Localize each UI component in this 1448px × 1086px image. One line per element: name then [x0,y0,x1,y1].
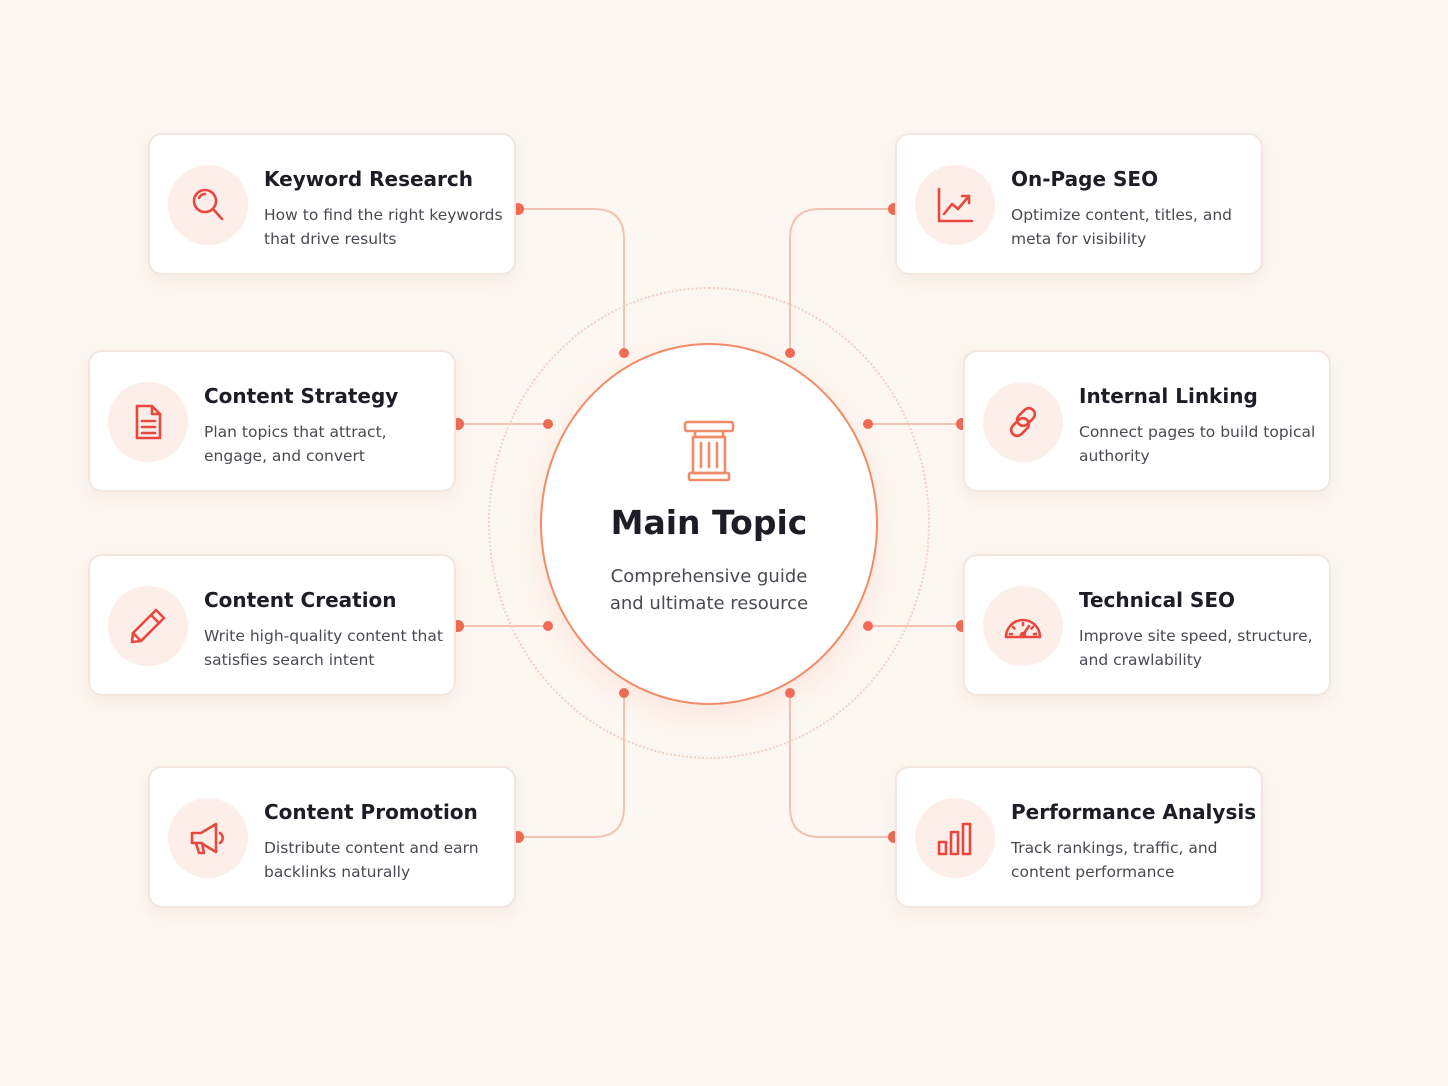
main-topic-hub[interactable]: Main Topic Comprehensive guide and ultim… [540,343,878,705]
hub-subtitle-line2: and ultimate resource [609,593,809,614]
card-title: Content Promotion [264,800,478,824]
icon-badge [108,382,188,462]
card-title: Content Strategy [204,384,399,408]
connector-keyword-research [518,208,625,353]
pillar-icon [683,420,735,482]
connector-content-promotion [518,693,625,838]
card-description: Plan topics that attract, engage, and co… [204,423,387,465]
card-title: Technical SEO [1079,588,1235,612]
icon-badge [168,798,248,878]
card-internal-linking[interactable]: Internal Linking Connect pages to build … [963,350,1331,492]
connector-on-page-seo [789,208,894,353]
icon-badge [983,382,1063,462]
icon-badge [108,586,188,666]
card-title: Keyword Research [264,167,473,191]
card-content-strategy[interactable]: Content Strategy Plan topics that attrac… [88,350,456,492]
link-icon [1009,406,1037,438]
search-icon [192,188,224,221]
card-on-page-seo[interactable]: On-Page SEO Optimize content, titles, an… [895,133,1263,275]
gauge-icon [1004,618,1042,639]
pencil-icon [130,608,166,644]
card-description: Track rankings, traffic, and content per… [1011,839,1218,881]
card-content-promotion[interactable]: Content Promotion Distribute content and… [148,766,516,908]
icon-badge [915,798,995,878]
document-icon [135,404,162,440]
card-description: Optimize content, titles, and meta for v… [1011,206,1233,248]
card-technical-seo[interactable]: Technical SEO Improve site speed, struct… [963,554,1331,696]
hub-subtitle: Comprehensive guide and ultimate resourc… [542,563,876,617]
hub-subtitle-line1: Comprehensive guide [610,566,808,587]
card-description: Connect pages to build topical authority [1079,423,1316,465]
card-description: Distribute content and earn backlinks na… [264,839,479,881]
card-description: Write high-quality content that satisfie… [204,627,443,669]
card-title: Internal Linking [1079,384,1258,408]
card-description: Improve site speed, structure, and crawl… [1079,627,1313,669]
outer-dotted-ring [488,287,930,759]
card-title: Content Creation [204,588,397,612]
card-description: How to find the right keywords that driv… [264,206,503,248]
card-title: Performance Analysis [1011,800,1257,824]
card-keyword-research[interactable]: Keyword Research How to find the right k… [148,133,516,275]
hub-title: Main Topic [610,503,808,542]
card-content-creation[interactable]: Content Creation Write high-quality cont… [88,554,456,696]
icon-badge [168,165,248,245]
connector-performance-analysis [789,693,894,838]
card-performance-analysis[interactable]: Performance Analysis Track rankings, tra… [895,766,1263,908]
card-title: On-Page SEO [1011,167,1159,191]
bar-chart-icon [937,822,972,856]
trend-chart-icon [937,187,974,223]
megaphone-icon [190,822,224,855]
icon-badge [915,165,995,245]
icon-badge [983,586,1063,666]
